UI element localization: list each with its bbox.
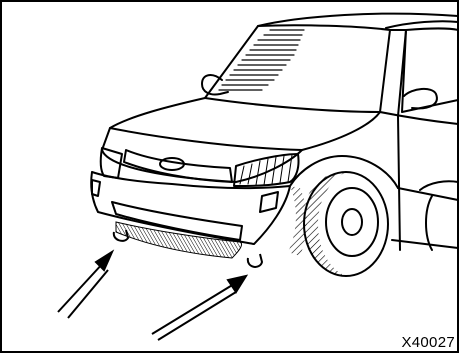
fender-shadow <box>288 186 307 256</box>
roof <box>258 14 458 26</box>
windshield <box>205 25 390 112</box>
towing-eyelet-center <box>248 254 262 267</box>
callout-arrow-left <box>58 252 112 318</box>
rear-tire-edge <box>426 196 432 250</box>
tire-tread-shade <box>304 172 346 276</box>
under-body-shadow <box>116 222 242 258</box>
hood-crease <box>102 128 110 150</box>
front-hub <box>342 209 362 235</box>
rocker <box>398 188 458 200</box>
callout-arrow-center <box>152 276 246 340</box>
rear-wheel-arc <box>420 181 458 190</box>
front-rim <box>326 188 378 256</box>
fog-light-right <box>260 192 278 212</box>
side-window <box>402 29 458 113</box>
figure-code: X40027 <box>398 334 455 351</box>
roof-rear-edge <box>386 21 458 28</box>
rocker-lower <box>392 240 458 248</box>
door-line <box>398 116 400 250</box>
hood <box>110 98 380 150</box>
side-body <box>380 112 458 124</box>
right-mirror <box>404 89 437 108</box>
headlight-hatch <box>240 155 292 185</box>
fog-light-left <box>92 180 100 196</box>
